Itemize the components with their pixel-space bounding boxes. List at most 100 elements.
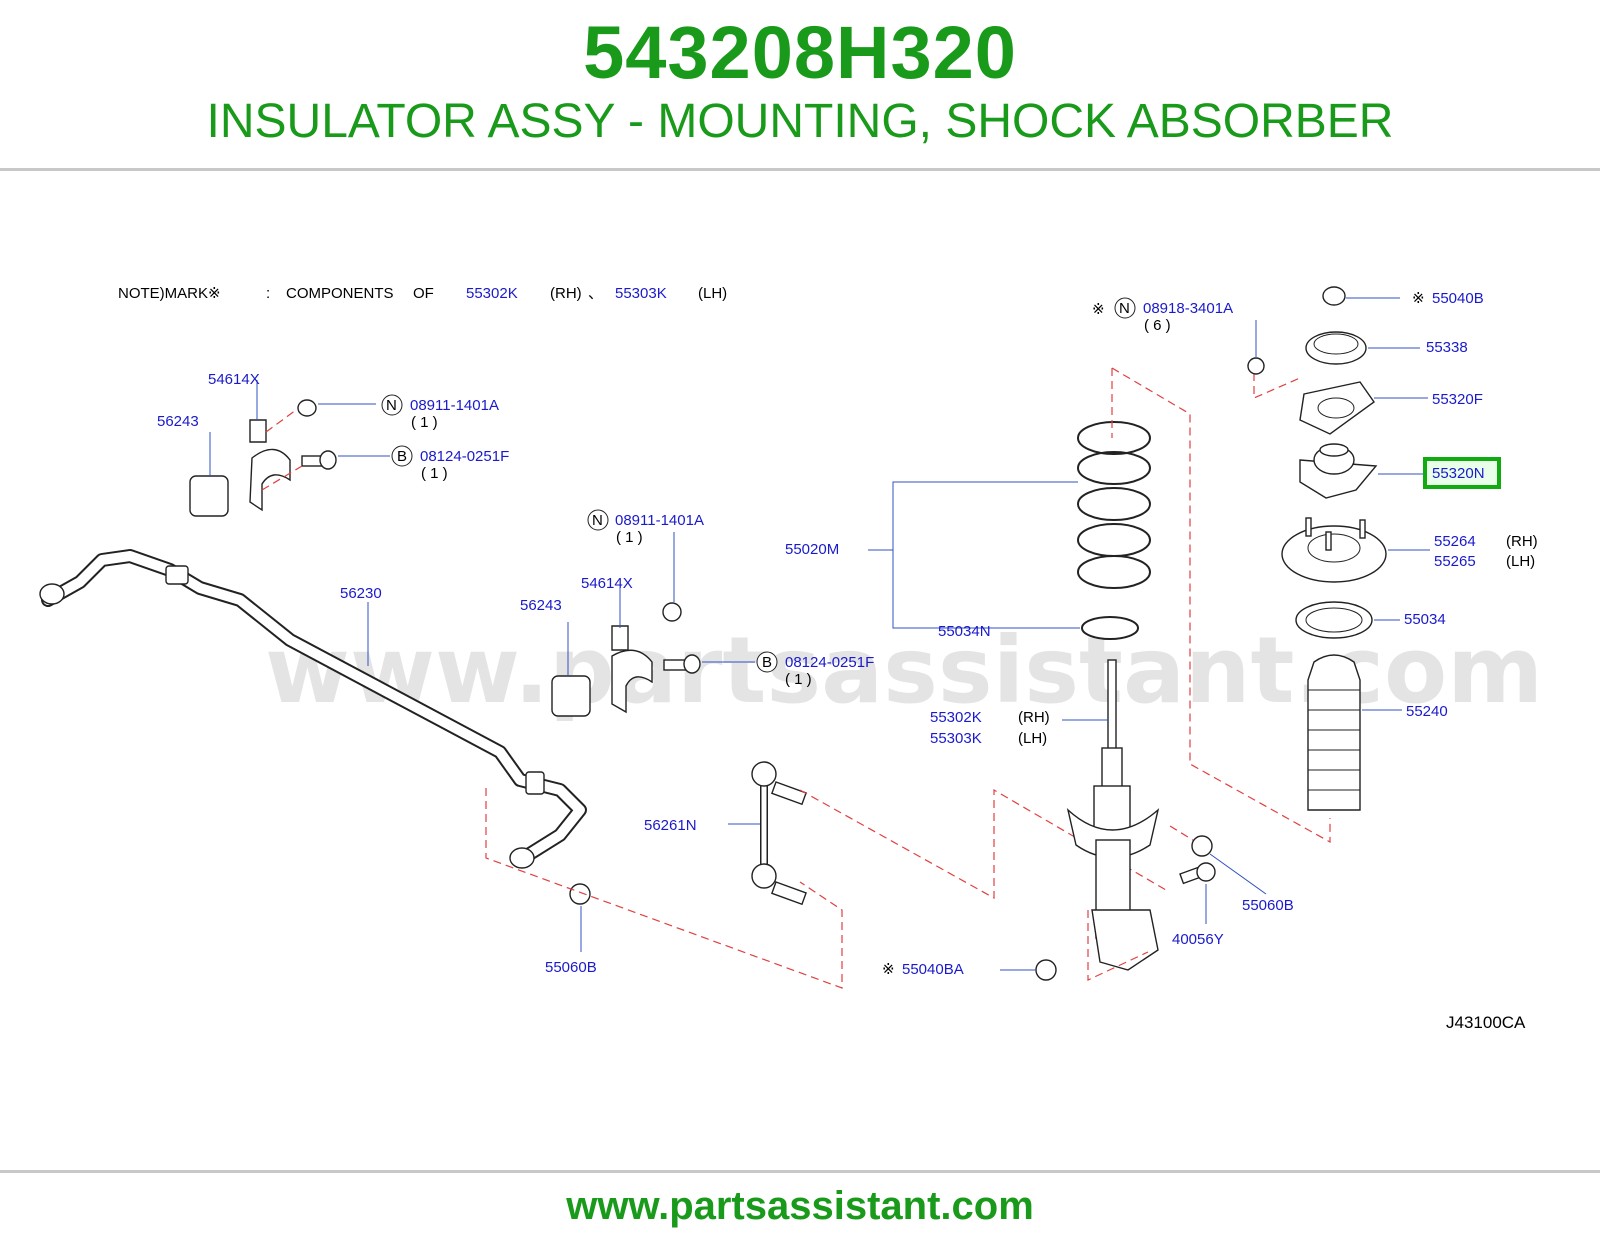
- dashline-left-bushing: [261, 409, 303, 491]
- part-number: 543208H320: [583, 11, 1017, 94]
- label-56230[interactable]: 56230: [340, 585, 382, 602]
- dashline-top-nut: [1253, 360, 1301, 399]
- bushing-group-left: [189, 380, 390, 517]
- label-55265[interactable]: 55265: [1434, 553, 1476, 570]
- bolt-head-40056y: [1196, 862, 1216, 882]
- nut-08918: [1247, 357, 1265, 375]
- n-symbol-c: N: [1119, 300, 1130, 317]
- label-55338[interactable]: 55338: [1426, 339, 1468, 356]
- dashline-spring-strut: [1111, 367, 1331, 844]
- label-55320n[interactable]: 55320N: [1432, 465, 1485, 482]
- b-badge-a: [391, 445, 413, 467]
- stabilizer-bar-56230: [39, 549, 587, 869]
- bracket-54614x-center-top: [611, 625, 629, 651]
- qty-08918: ( 6 ): [1144, 317, 1171, 334]
- note-sep: 、: [588, 285, 603, 302]
- dashline-strut-lower: [1087, 910, 1149, 981]
- note-colon: :: [266, 285, 270, 302]
- nut-55060b-left: [569, 883, 591, 905]
- note-of: OF: [413, 285, 434, 302]
- nut-08911-left: [297, 399, 317, 417]
- label-55034[interactable]: 55034: [1404, 611, 1446, 628]
- label-55034n[interactable]: 55034N: [938, 623, 991, 640]
- label-54614x-b[interactable]: 54614X: [581, 575, 633, 592]
- n-badge-b: [587, 509, 609, 531]
- label-55020m[interactable]: 55020M: [785, 541, 839, 558]
- qty-08911-b: ( 1 ): [616, 529, 643, 546]
- n-badge-a: [381, 394, 403, 416]
- header-divider: [0, 168, 1600, 171]
- bumper-boot-55240: [1307, 654, 1361, 811]
- note-line: NOTE)MARK※ : COMPONENTS OF 55302K (RH) 、…: [118, 285, 727, 302]
- label-56243-b[interactable]: 56243: [520, 597, 562, 614]
- bracket-54614x-left: [249, 448, 291, 512]
- n-symbol-b: N: [592, 512, 603, 529]
- nut-08911-center: [662, 602, 682, 622]
- side-55303k: (LH): [1018, 730, 1047, 747]
- reference-code: J43100CA: [1446, 1013, 1526, 1032]
- label-55040ba[interactable]: 55040BA: [902, 961, 964, 978]
- leader-55020m: [868, 481, 1078, 629]
- ring-55034n: [1081, 616, 1139, 640]
- note-components: COMPONENTS: [286, 285, 394, 302]
- bolt-08124-center: [663, 659, 687, 671]
- highlight-box-55320n: [1423, 457, 1501, 489]
- note-rh: (RH): [550, 285, 582, 302]
- stabilizer-link-56261n: [751, 761, 807, 906]
- side-55264: (RH): [1506, 533, 1538, 550]
- label-40056y[interactable]: 40056Y: [1172, 931, 1224, 948]
- b-symbol-a: B: [397, 448, 407, 465]
- bolt-head-08124-left: [319, 450, 337, 470]
- parts-diagram: www.partsassistant.com NOTE)MARK※ : COMP…: [0, 270, 1600, 1080]
- label-08124-b[interactable]: 08124-0251F: [785, 654, 874, 671]
- dashline-stab-link: [485, 788, 843, 989]
- b-badge-b: [756, 651, 778, 673]
- note-lh-part[interactable]: 55303K: [615, 285, 667, 302]
- label-08124-a[interactable]: 08124-0251F: [420, 448, 509, 465]
- cap-55338: [1305, 331, 1367, 365]
- mark-55040b: ※: [1412, 290, 1425, 307]
- footer-divider: [0, 1170, 1600, 1173]
- note-prefix: NOTE)MARK※: [118, 285, 221, 302]
- part-title: INSULATOR ASSY - MOUNTING, SHOCK ABSORBE…: [206, 95, 1394, 148]
- bushing-56243-center: [551, 675, 591, 717]
- plate-55320f: [1299, 381, 1375, 435]
- b-symbol-b: B: [762, 654, 772, 671]
- label-55320f[interactable]: 55320F: [1432, 391, 1483, 408]
- qty-08124-a: ( 1 ): [421, 465, 448, 482]
- label-55060b-a[interactable]: 55060B: [545, 959, 597, 976]
- bushing-group-center: [551, 532, 755, 717]
- nut-55060b-right: [1191, 835, 1213, 857]
- dashline-bolt: [1169, 825, 1197, 843]
- label-55240[interactable]: 55240: [1406, 703, 1448, 720]
- strut-55302k: [1066, 659, 1160, 971]
- label-56243-a[interactable]: 56243: [157, 413, 199, 430]
- label-08918[interactable]: 08918-3401A: [1143, 300, 1233, 317]
- side-55302k: (RH): [1018, 709, 1050, 726]
- note-rh-part[interactable]: 55302K: [466, 285, 518, 302]
- qty-08124-b: ( 1 ): [785, 671, 812, 688]
- leader-55060b-b: [1209, 853, 1267, 895]
- note-lh: (LH): [698, 285, 727, 302]
- bushing-56243-left: [189, 475, 229, 517]
- mark-55040ba: ※: [882, 961, 895, 978]
- label-08911-a[interactable]: 08911-1401A: [410, 397, 499, 414]
- label-55040b[interactable]: 55040B: [1432, 290, 1484, 307]
- label-55264[interactable]: 55264: [1434, 533, 1476, 550]
- label-55060b-b[interactable]: 55060B: [1242, 897, 1294, 914]
- label-56261n[interactable]: 56261N: [644, 817, 697, 834]
- qty-08911-a: ( 1 ): [411, 414, 438, 431]
- bracket-54614x-left-top: [249, 419, 267, 443]
- footer-url[interactable]: www.partsassistant.com: [566, 1184, 1034, 1228]
- side-55265: (LH): [1506, 553, 1535, 570]
- n-symbol-a: N: [386, 397, 397, 414]
- mark-08918: ※: [1092, 301, 1105, 318]
- page-header: 543208H320 INSULATOR ASSY - MOUNTING, SH…: [0, 0, 1600, 170]
- label-55303k[interactable]: 55303K: [930, 730, 982, 747]
- coil-spring-55020m: [1077, 421, 1151, 589]
- label-08911-b[interactable]: 08911-1401A: [615, 512, 704, 529]
- label-54614x-a[interactable]: 54614X: [208, 371, 260, 388]
- bracket-54614x-center: [611, 649, 653, 714]
- mount-55264: [1281, 517, 1387, 583]
- label-55302k[interactable]: 55302K: [930, 709, 982, 726]
